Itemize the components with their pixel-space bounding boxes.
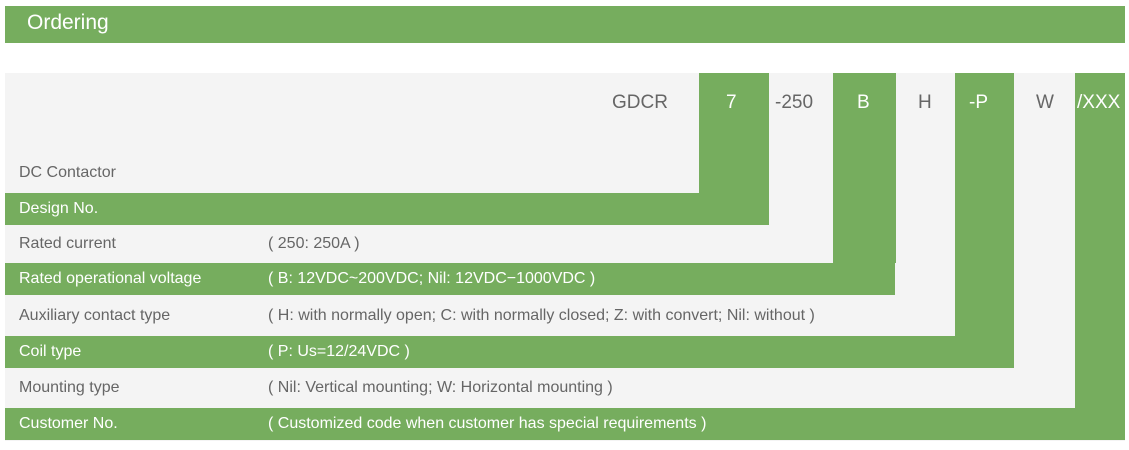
row-label-coil-type: Coil type (19, 343, 82, 360)
code-column-coil (955, 73, 1014, 336)
row-label-dc-contactor: DC Contactor (19, 164, 116, 181)
code-segment-design: 7 (726, 92, 737, 113)
code-column-customer (1075, 73, 1125, 408)
band-design-no (5, 193, 769, 225)
row-label-mounting-type: Mounting type (19, 379, 120, 396)
row-desc-customer-no: ( Customized code when customer has spec… (268, 415, 707, 432)
row-desc-coil-type: ( P: Us=12/24VDC ) (268, 343, 410, 360)
code-column-voltage (833, 73, 896, 263)
ordering-title: Ordering (27, 11, 109, 34)
band-customer-no (5, 408, 1125, 440)
code-segment-voltage: B (857, 92, 870, 113)
band-rated-voltage (5, 263, 895, 295)
code-prefix: GDCR (612, 92, 668, 113)
band-mounting-type (5, 372, 1075, 404)
code-segment-auxiliary: H (918, 92, 932, 113)
band-coil-type (5, 336, 1014, 368)
row-label-rated-current: Rated current (19, 235, 116, 252)
band-rated-current (5, 228, 832, 260)
code-segment-coil: -P (969, 92, 988, 113)
row-label-rated-voltage: Rated operational voltage (19, 270, 202, 287)
row-label-auxiliary-contact: Auxiliary contact type (19, 307, 171, 324)
row-desc-rated-voltage: ( B: 12VDC~200VDC; Nil: 12VDC−1000VDC ) (268, 270, 596, 287)
band-auxiliary-contact (5, 300, 955, 332)
ordering-header: Ordering (5, 6, 1125, 43)
code-segment-mounting: W (1036, 92, 1054, 113)
row-desc-mounting-type: ( Nil: Vertical mounting; W: Horizontal … (268, 379, 613, 396)
row-desc-rated-current: ( 250: 250A ) (268, 235, 360, 252)
code-column-design-no (699, 73, 769, 193)
code-segment-customer: /XXX (1077, 92, 1121, 113)
row-label-customer-no: Customer No. (19, 415, 118, 432)
row-desc-auxiliary-contact: ( H: with normally open; C: with normall… (268, 307, 815, 324)
code-segment-current: -250 (775, 92, 814, 113)
row-label-design-no: Design No. (19, 200, 99, 217)
